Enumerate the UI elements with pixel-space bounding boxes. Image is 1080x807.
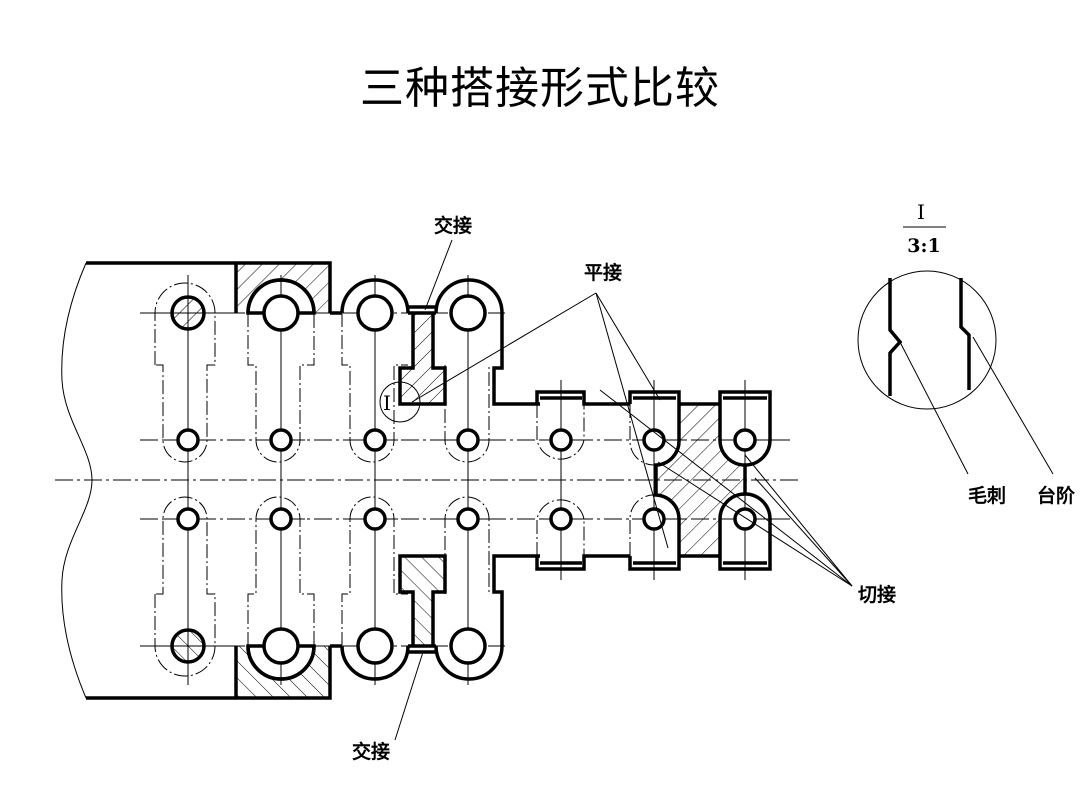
label-jiaojie-top: 交接 (434, 214, 472, 237)
part-col4-bottom (434, 480, 540, 685)
burr-edge (888, 278, 903, 396)
cross-joint-top (398, 305, 447, 406)
label-qiejie: 切接 (858, 584, 896, 606)
leader-jiaojie-top (424, 239, 453, 311)
page-title: 三种搭接形式比较 (360, 63, 720, 114)
phantom-part-col1-bottom (148, 480, 228, 685)
label-pingjie: 平接 (584, 262, 622, 284)
leader-burr (899, 341, 969, 475)
part-col4-top (434, 275, 540, 480)
break-line (61, 262, 93, 699)
leader-jiaojie-bottom (394, 651, 424, 741)
part-col2-bottom (246, 480, 316, 685)
label-burr: 毛刺 (968, 485, 1006, 507)
leader-step (972, 336, 1054, 475)
cross-joint-bottom (398, 554, 447, 654)
part-col7 (718, 380, 790, 580)
part-col2-top (246, 275, 316, 480)
detail-view-label: I (917, 200, 925, 224)
detail-view: I 3:1 毛刺 台阶 (857, 200, 1076, 507)
label-jiaojie-bottom: 交接 (352, 740, 390, 763)
leaders-qiejie (599, 389, 853, 587)
part-col3-bottom (340, 480, 410, 685)
cut-joint-region (656, 402, 744, 558)
detail-marker-label: I (383, 391, 391, 415)
detail-marker-circle (379, 381, 421, 423)
label-step: 台阶 (1037, 484, 1076, 507)
part-col5 (535, 380, 630, 580)
detail-circle (857, 270, 997, 410)
phantom-part-col1-top (148, 275, 228, 480)
detail-scale: 3:1 (907, 235, 940, 257)
part-col3-top (340, 275, 410, 480)
step-edge (959, 278, 971, 390)
part-col6 (628, 380, 684, 580)
leaders-pingjie (411, 292, 669, 549)
